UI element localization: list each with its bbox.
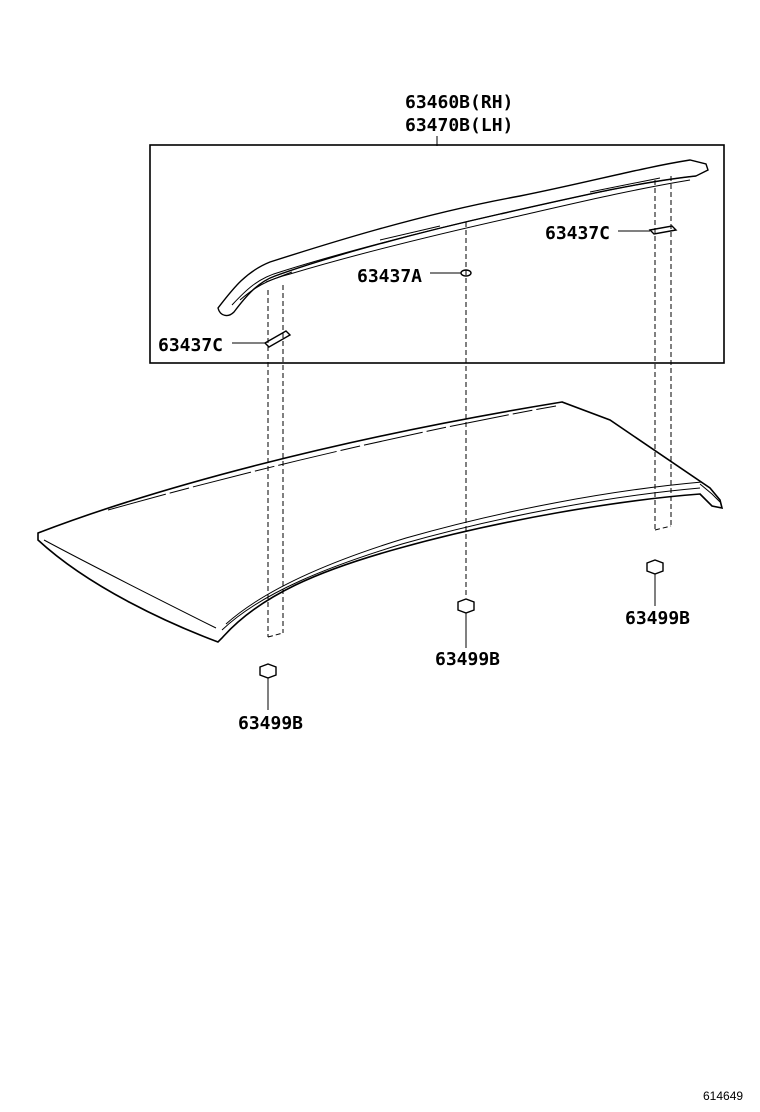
nut-right [646, 559, 664, 575]
roof-rail [217, 159, 709, 317]
clip-c-left [263, 330, 292, 348]
label-clip-c-left: 63437C [158, 335, 223, 356]
clip-c-right [648, 225, 678, 235]
label-clip-c-right: 63437C [545, 223, 610, 244]
nut-left [259, 663, 277, 679]
label-rail-rh: 63460B(RH) [405, 92, 513, 113]
diagram-id: 614649 [703, 1089, 743, 1103]
label-nut-left: 63499B [238, 713, 303, 734]
roof-panel [37, 401, 724, 643]
nut-center [457, 598, 475, 614]
label-rail-lh: 63470B(LH) [405, 115, 513, 136]
alignment-lines [267, 176, 672, 638]
label-nut-center: 63499B [435, 649, 500, 670]
roof-rail-group-box [149, 144, 725, 364]
label-clip-a-center: 63437A [357, 266, 422, 287]
label-nut-right: 63499B [625, 608, 690, 629]
